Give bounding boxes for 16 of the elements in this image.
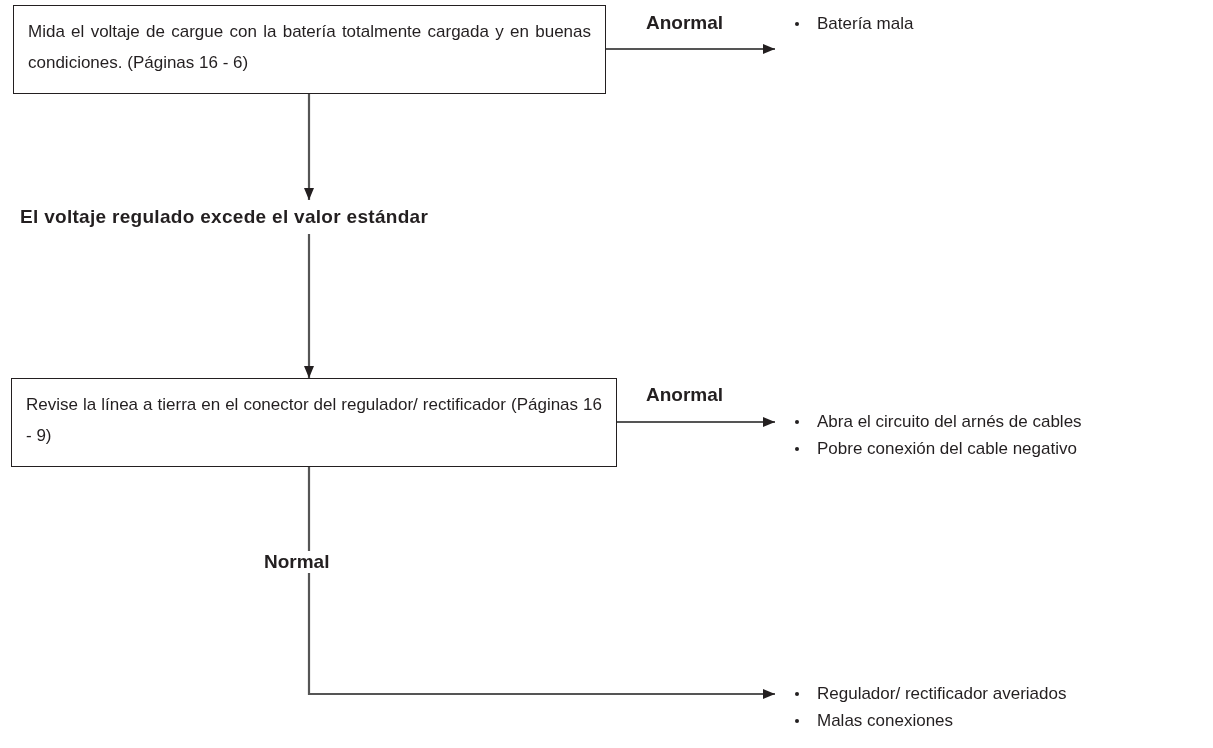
cause-text: Batería mala — [817, 13, 914, 34]
cause-text: Pobre conexión del cable negativo — [817, 438, 1077, 459]
step-text: Revise la línea a tierra en el conector del regulador/ rectificador (Páginas 16 - 9) — [26, 394, 602, 447]
process-box — [13, 5, 606, 94]
step-text: Mida el voltaje de cargue con la batería totalmente cargada y en buenas condiciones. (Páginas 16 - 6) — [28, 21, 591, 74]
edge-label: Normal — [262, 551, 332, 573]
arrow — [606, 44, 775, 54]
cause-text: Regulador/ rectificador averiados — [817, 683, 1067, 704]
arrow — [304, 94, 314, 200]
arrow — [304, 234, 314, 378]
cause-text: Abra el circuito del arnés de cables — [817, 411, 1082, 432]
arrow — [617, 417, 775, 427]
result-heading: El voltaje regulado excede el valor estándar — [20, 206, 429, 228]
arrow — [307, 467, 775, 699]
process-box — [11, 378, 617, 467]
cause-text: Malas conexiones — [817, 710, 954, 731]
